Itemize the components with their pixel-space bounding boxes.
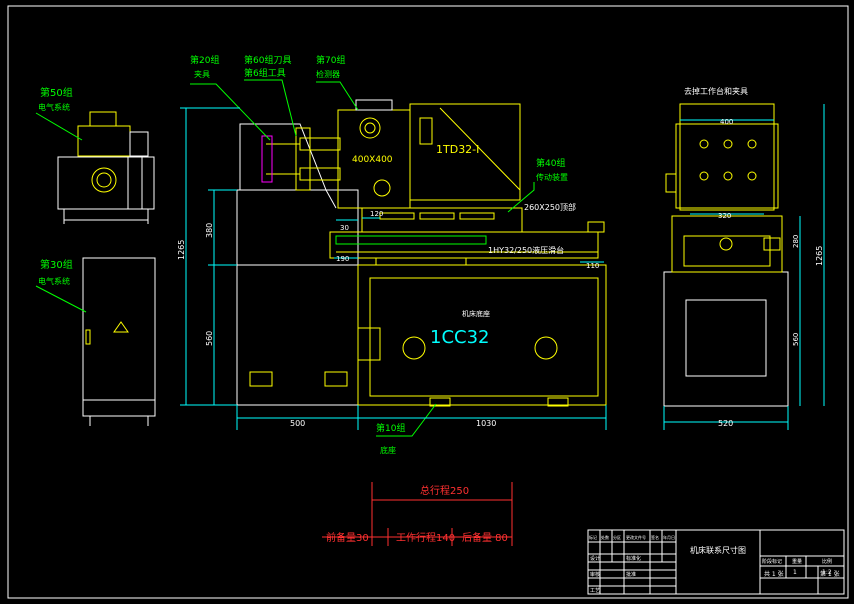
stroke-diagram [322, 482, 513, 546]
side-dimension-lines [663, 104, 825, 430]
label-slide-dev: 传动装置 [536, 172, 568, 182]
tb-scale-ratio: 1:2 [822, 569, 832, 576]
dim-1030: 1030 [476, 419, 496, 428]
label-bed: 机床底座 [462, 309, 490, 318]
tb-row-sign: 签名 [651, 534, 659, 540]
label-slide-size: 260X250顶部 [524, 202, 576, 212]
tb-col-weight: 重量 [792, 558, 802, 565]
dim-30: 30 [340, 224, 349, 232]
label-fixture-right: 去掉工作台和夹具 [684, 86, 748, 96]
dim-500: 500 [290, 419, 305, 428]
label-electric-cab: 电气系统 [38, 276, 70, 286]
label-fixture: 夹具 [194, 69, 210, 79]
drawing-frame [7, 5, 849, 599]
label-table-size: 400X400 [352, 155, 393, 165]
title-block [587, 529, 845, 595]
tb-qty: 1 [793, 569, 797, 576]
callout-leaders [190, 79, 535, 437]
label-stroke-back: 后备量 80 [462, 531, 508, 544]
title-block-title: 机床联系尺寸图 [690, 545, 746, 555]
dim-110: 110 [586, 262, 599, 270]
dim-380: 380 [205, 223, 214, 238]
label-group6-tool: 第6组工具 [244, 67, 286, 79]
dim-120: 120 [370, 210, 383, 218]
tb-row-check: 审核 [590, 571, 600, 578]
label-stroke-work: 工作行程140 [396, 531, 455, 544]
dim-1265-right: 1265 [815, 246, 824, 266]
tb-row-doc: 更改文件号 [626, 534, 646, 540]
tb-row-zone: 分区 [613, 534, 621, 540]
label-detect: 检测器 [316, 69, 340, 79]
tb-col-stage: 阶段标记 [762, 558, 782, 565]
leader-group50 [35, 112, 83, 141]
dim-190: 190 [336, 255, 349, 263]
label-group10: 第10组 [376, 422, 405, 434]
label-unit-hy: 1HY32/250液压滑台 [488, 245, 564, 255]
electric-cabinet-view [82, 257, 156, 426]
label-group30: 第30组 [40, 258, 73, 271]
label-group70: 第70组 [316, 54, 345, 66]
dim-560-right: 560 [792, 333, 800, 346]
tb-row-mark: 标记 [589, 534, 597, 540]
tb-row-process: 工艺 [590, 588, 600, 594]
dim-320: 320 [718, 212, 731, 220]
label-electric-sys: 电气系统 [38, 102, 70, 112]
tb-sheet-no: 第 1 张 [820, 570, 840, 578]
side-view [663, 103, 789, 407]
label-unit-cc: 1CC32 [430, 327, 490, 348]
label-group40: 第40组 [536, 157, 565, 169]
label-group20: 第20组 [190, 54, 219, 66]
tb-row-design: 设计 [590, 555, 600, 562]
label-stroke-total: 总行程250 [420, 484, 469, 497]
tb-row-approve: 批准 [626, 571, 636, 578]
label-unit-tdz: 1TD32-I [436, 143, 479, 156]
label-stroke-front: 前备量30 [326, 531, 369, 544]
dim-560-left: 560 [205, 331, 214, 346]
tb-sheet: 共 1 张 [764, 570, 784, 578]
main-machine-view [236, 99, 607, 407]
dim-520: 520 [718, 419, 733, 428]
dim-1265-left: 1265 [177, 240, 186, 260]
dim-400: 400 [720, 118, 733, 126]
label-group50: 第50组 [40, 86, 73, 99]
dim-280: 280 [792, 235, 800, 248]
hydraulic-station-view [57, 111, 155, 224]
leader-group30 [35, 285, 87, 313]
label-group60: 第60组刀具 [244, 54, 291, 66]
dimension-lines [180, 107, 607, 430]
tb-col-scale: 比例 [822, 558, 832, 565]
tb-row-std: 标准化 [626, 555, 641, 562]
label-base: 底座 [380, 445, 396, 455]
tb-row-date: 年月日 [663, 534, 675, 540]
tb-row-count: 处数 [601, 534, 609, 540]
